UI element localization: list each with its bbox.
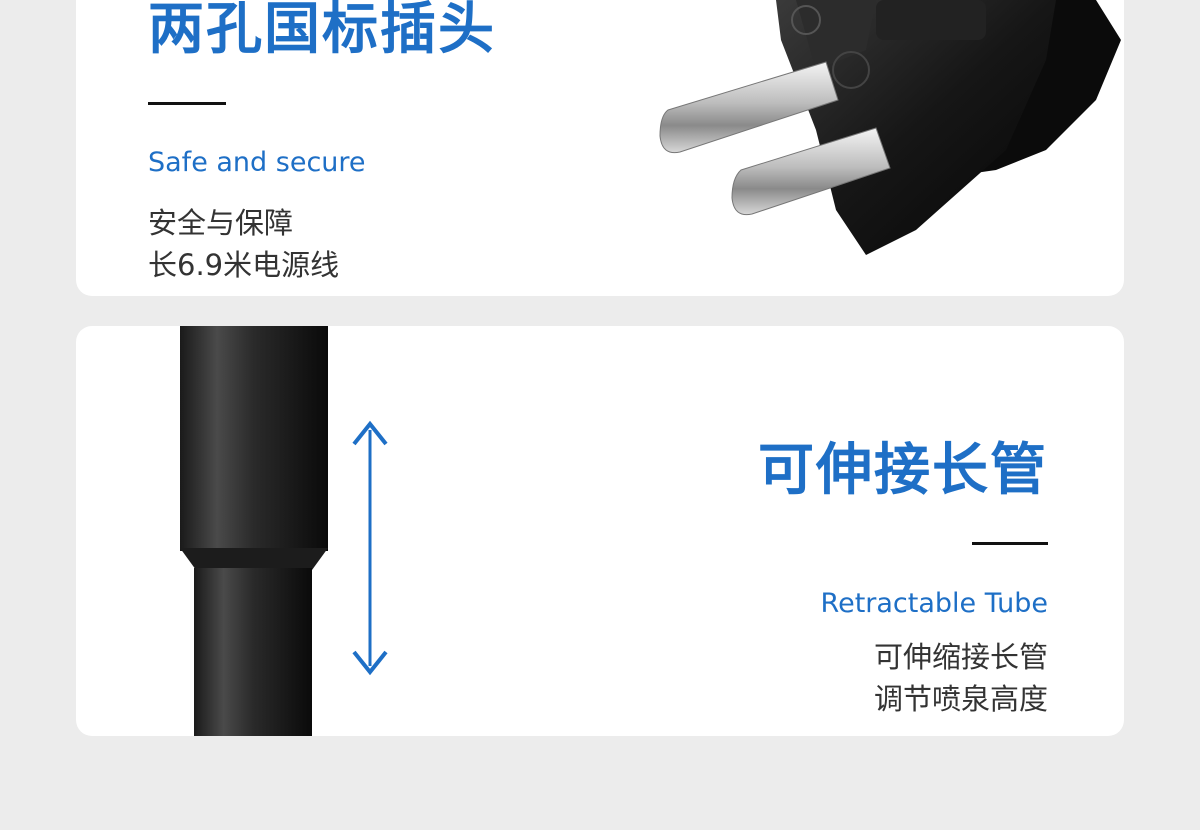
section-description: 安全与保障 长6.9米电源线 bbox=[148, 202, 339, 286]
retractable-tube-icon bbox=[180, 326, 328, 736]
section-description: 可伸缩接长管 调节喷泉高度 bbox=[874, 636, 1048, 720]
description-line: 安全与保障 bbox=[148, 206, 294, 240]
section-title: 两孔国标插头 bbox=[148, 0, 496, 62]
title-divider bbox=[972, 542, 1048, 545]
feature-card-tube: 可伸接长管 Retractable Tube 可伸缩接长管 调节喷泉高度 bbox=[76, 326, 1124, 736]
two-pin-plug-icon bbox=[659, 0, 1121, 255]
description-line: 长6.9米电源线 bbox=[148, 248, 340, 282]
section-subtitle-en: Safe and secure bbox=[148, 147, 366, 178]
description-line: 调节喷泉高度 bbox=[873, 682, 1048, 716]
description-line: 可伸缩接长管 bbox=[873, 640, 1048, 674]
double-arrow-icon bbox=[352, 420, 388, 676]
section-title: 可伸接长管 bbox=[758, 438, 1048, 503]
title-divider bbox=[148, 102, 226, 105]
feature-card-plug: 两孔国标插头 Safe and secure 安全与保障 长6.9米电源线 bbox=[76, 0, 1124, 296]
section-subtitle-en: Retractable Tube bbox=[820, 588, 1048, 619]
